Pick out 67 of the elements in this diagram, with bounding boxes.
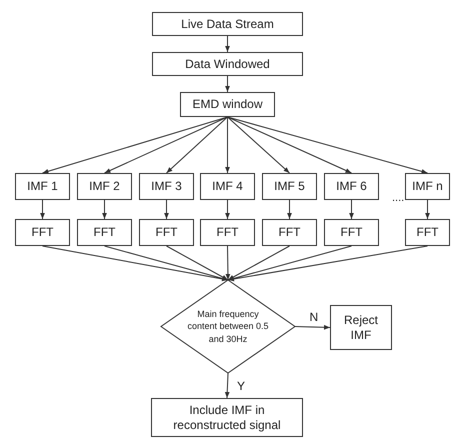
process-box [200,173,255,200]
process-box [324,173,379,200]
process-box [151,398,303,437]
arrow [425,200,430,220]
node-text: FFT [32,225,54,240]
process-box [262,219,317,246]
process-box [330,305,392,350]
node-text: FFT [340,225,362,240]
arrow [294,324,330,330]
process-box [262,173,317,200]
node-text: FFT [156,225,178,240]
edge-label: Y [236,380,246,392]
process-box [15,173,70,200]
node-text: FFT [94,225,116,240]
arrow [349,200,354,220]
arrow [225,36,230,52]
process-box [152,12,303,36]
arrow [227,116,428,174]
arrow [102,200,107,220]
process-box [139,173,194,200]
process-box [139,219,194,246]
process-box [200,219,255,246]
process-box [15,219,70,246]
process-box [405,219,450,246]
arrow [287,200,292,220]
arrow [228,246,290,280]
node-text: IMF 3 [151,179,182,194]
arrow [225,200,230,220]
arrow [225,76,230,92]
decision-diamond [161,280,295,373]
arrow [227,116,352,174]
node-text: IMF 1 [27,179,58,194]
node-text: Live Data Stream [181,16,274,32]
arrow [228,246,428,282]
process-box [180,92,275,117]
node-text: IMF n [412,179,443,194]
arrow [104,246,228,281]
node-text: FFT [216,225,238,240]
arrow [227,116,290,174]
process-box [77,173,132,200]
process-box [324,219,379,246]
node-text: Main frequency content between 0.5 and 30Hz [187,308,269,345]
edge-label: N [308,310,320,322]
arrow [224,372,230,398]
process-box [405,173,450,200]
node-text: Data Windowed [185,56,270,72]
node-text: FFT [278,225,300,240]
node-text: IMF 6 [336,179,367,194]
arrow [164,200,169,220]
process-box [152,52,303,76]
node-text: IMF 5 [274,179,305,194]
arrow [40,200,45,220]
node-text: Reject IMF [342,313,379,342]
arrow [104,116,228,174]
arrow [42,246,228,282]
node-text: Include IMF in reconstructed signal [172,403,282,432]
node-text: IMF 2 [89,179,120,194]
node-text: FFT [416,225,438,240]
arrow [166,246,228,280]
arrow [166,116,228,174]
process-box [77,219,132,246]
node-text: IMF 4 [212,179,243,194]
ellipsis-text: .... [392,192,404,204]
node-text: EMD window [192,97,263,112]
arrow [225,116,230,174]
arrow [226,246,230,280]
arrow [42,116,228,174]
